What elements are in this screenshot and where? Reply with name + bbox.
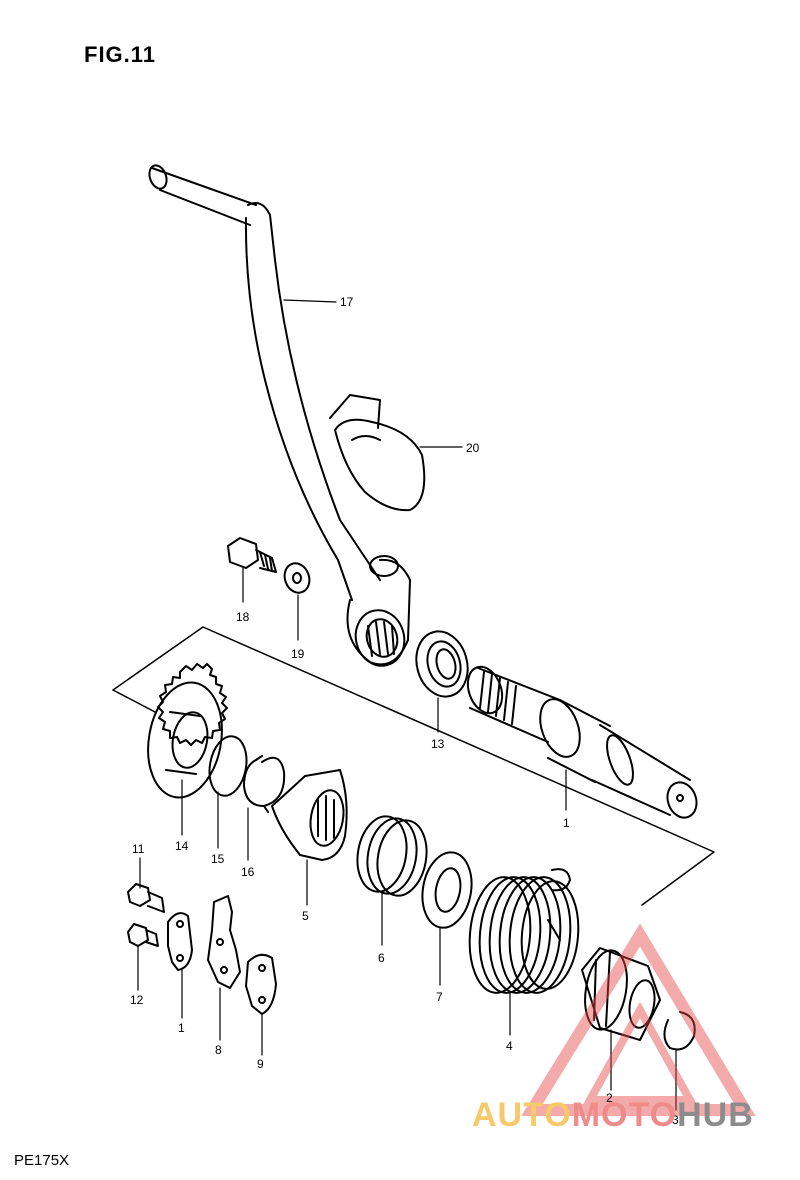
callout-18: 18 [236, 610, 250, 624]
callout-12: 12 [130, 993, 144, 1007]
callout-17: 17 [340, 295, 354, 309]
callout-8: 8 [215, 1043, 222, 1057]
leader-lines [137, 299, 677, 1111]
callout-13: 13 [431, 737, 445, 751]
screw-11-part [127, 883, 165, 913]
watermark-auto: AUTO [472, 1096, 572, 1134]
callout-5: 5 [302, 909, 309, 923]
watermark-moto: MOTO [571, 1096, 678, 1134]
lever-boot-part [329, 394, 426, 512]
callout-1b: 1 [178, 1021, 185, 1035]
callout-7: 7 [436, 990, 443, 1004]
kick-lever-part [148, 164, 411, 667]
circlip-3-part [663, 1011, 696, 1051]
watermark-hub: HUB [677, 1096, 754, 1134]
oil-seal-part [415, 630, 469, 698]
callout-2: 2 [606, 1091, 613, 1105]
gear-part [147, 663, 228, 799]
circlip-15-part [208, 735, 248, 797]
kick-guide-part [271, 769, 348, 861]
callout-20: 20 [466, 441, 480, 455]
callout-14: 14 [175, 839, 189, 853]
circlip-16-part [243, 755, 286, 813]
callout-1a: 1 [563, 816, 570, 830]
callout-labels: 17 20 18 19 13 1 14 15 16 5 6 7 4 2 3 11… [130, 295, 679, 1127]
callout-19: 19 [291, 647, 305, 661]
watermark-triangle-icon [521, 923, 756, 1116]
callout-16: 16 [241, 865, 255, 879]
assembly-bracket [112, 626, 715, 906]
stopper-plate-part [207, 895, 241, 989]
return-spring-part [468, 868, 580, 994]
spring-6-part [356, 815, 428, 897]
callout-6: 6 [378, 951, 385, 965]
callout-11: 11 [132, 842, 145, 856]
kick-shaft-part [466, 665, 698, 819]
model-code: PE175X [14, 1152, 70, 1169]
callout-9: 9 [257, 1057, 264, 1071]
washer-7-part [421, 851, 473, 929]
callout-4: 4 [506, 1039, 513, 1053]
bolt-part [227, 537, 277, 573]
screw-12-part [127, 923, 159, 947]
lock-plate-part [167, 912, 193, 971]
figure-title: FIG.11 [84, 42, 157, 67]
watermark-logo: AUTOMOTOHUB [472, 1096, 754, 1135]
retainer-part [245, 953, 277, 1015]
washer-part [283, 562, 311, 594]
callout-3: 3 [672, 1113, 679, 1127]
kick-pinion-part [581, 947, 661, 1041]
callout-15: 15 [211, 852, 225, 866]
